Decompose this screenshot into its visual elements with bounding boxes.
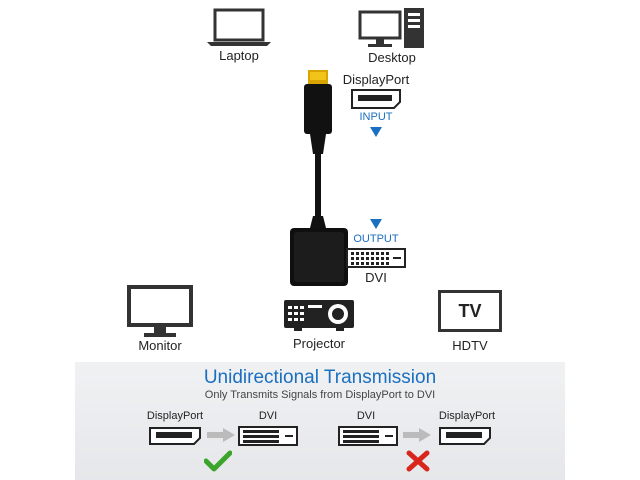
- output-arrow-icon: [370, 219, 382, 229]
- example1-dvi-icon: [238, 426, 298, 446]
- cross-icon: [406, 450, 430, 472]
- example2-dvi-icon: [338, 426, 398, 446]
- desktop-label: Desktop: [368, 50, 416, 65]
- monitor-label: Monitor: [138, 338, 182, 353]
- info-banner: [75, 362, 565, 480]
- banner-subtitle: Only Transmits Signals from DisplayPort …: [204, 389, 436, 401]
- projector-label: Projector: [292, 336, 346, 351]
- adapter-cable: [280, 68, 360, 290]
- hdtv-label: HDTV: [452, 338, 488, 353]
- example2-to-label: DisplayPort: [438, 410, 496, 422]
- desktop-icon: [358, 6, 426, 50]
- example2-arrow-icon: [403, 428, 431, 442]
- tv-icon: TV: [438, 290, 502, 332]
- output-port-label: DVI: [365, 270, 387, 285]
- output-label: OUTPUT: [353, 233, 399, 245]
- displayport-icon: [350, 88, 402, 110]
- input-label: INPUT: [359, 111, 393, 123]
- example2-displayport-icon: [438, 426, 492, 446]
- example1-to-label: DVI: [258, 410, 278, 422]
- tv-screen-text: TV: [458, 301, 482, 321]
- projector-icon: [282, 298, 356, 332]
- example1-arrow-icon: [207, 428, 235, 442]
- laptop-icon: [205, 8, 273, 46]
- laptop-label: Laptop: [219, 48, 259, 63]
- monitor-icon: [126, 284, 194, 338]
- check-icon: [204, 450, 232, 472]
- banner-title: Unidirectional Transmission: [203, 367, 437, 388]
- example1-displayport-icon: [148, 426, 202, 446]
- example1-from-label: DisplayPort: [146, 410, 204, 422]
- example2-from-label: DVI: [356, 410, 376, 422]
- dvi-icon: [346, 248, 406, 268]
- input-arrow-icon: [370, 127, 382, 137]
- input-port-label: DisplayPort: [342, 72, 410, 87]
